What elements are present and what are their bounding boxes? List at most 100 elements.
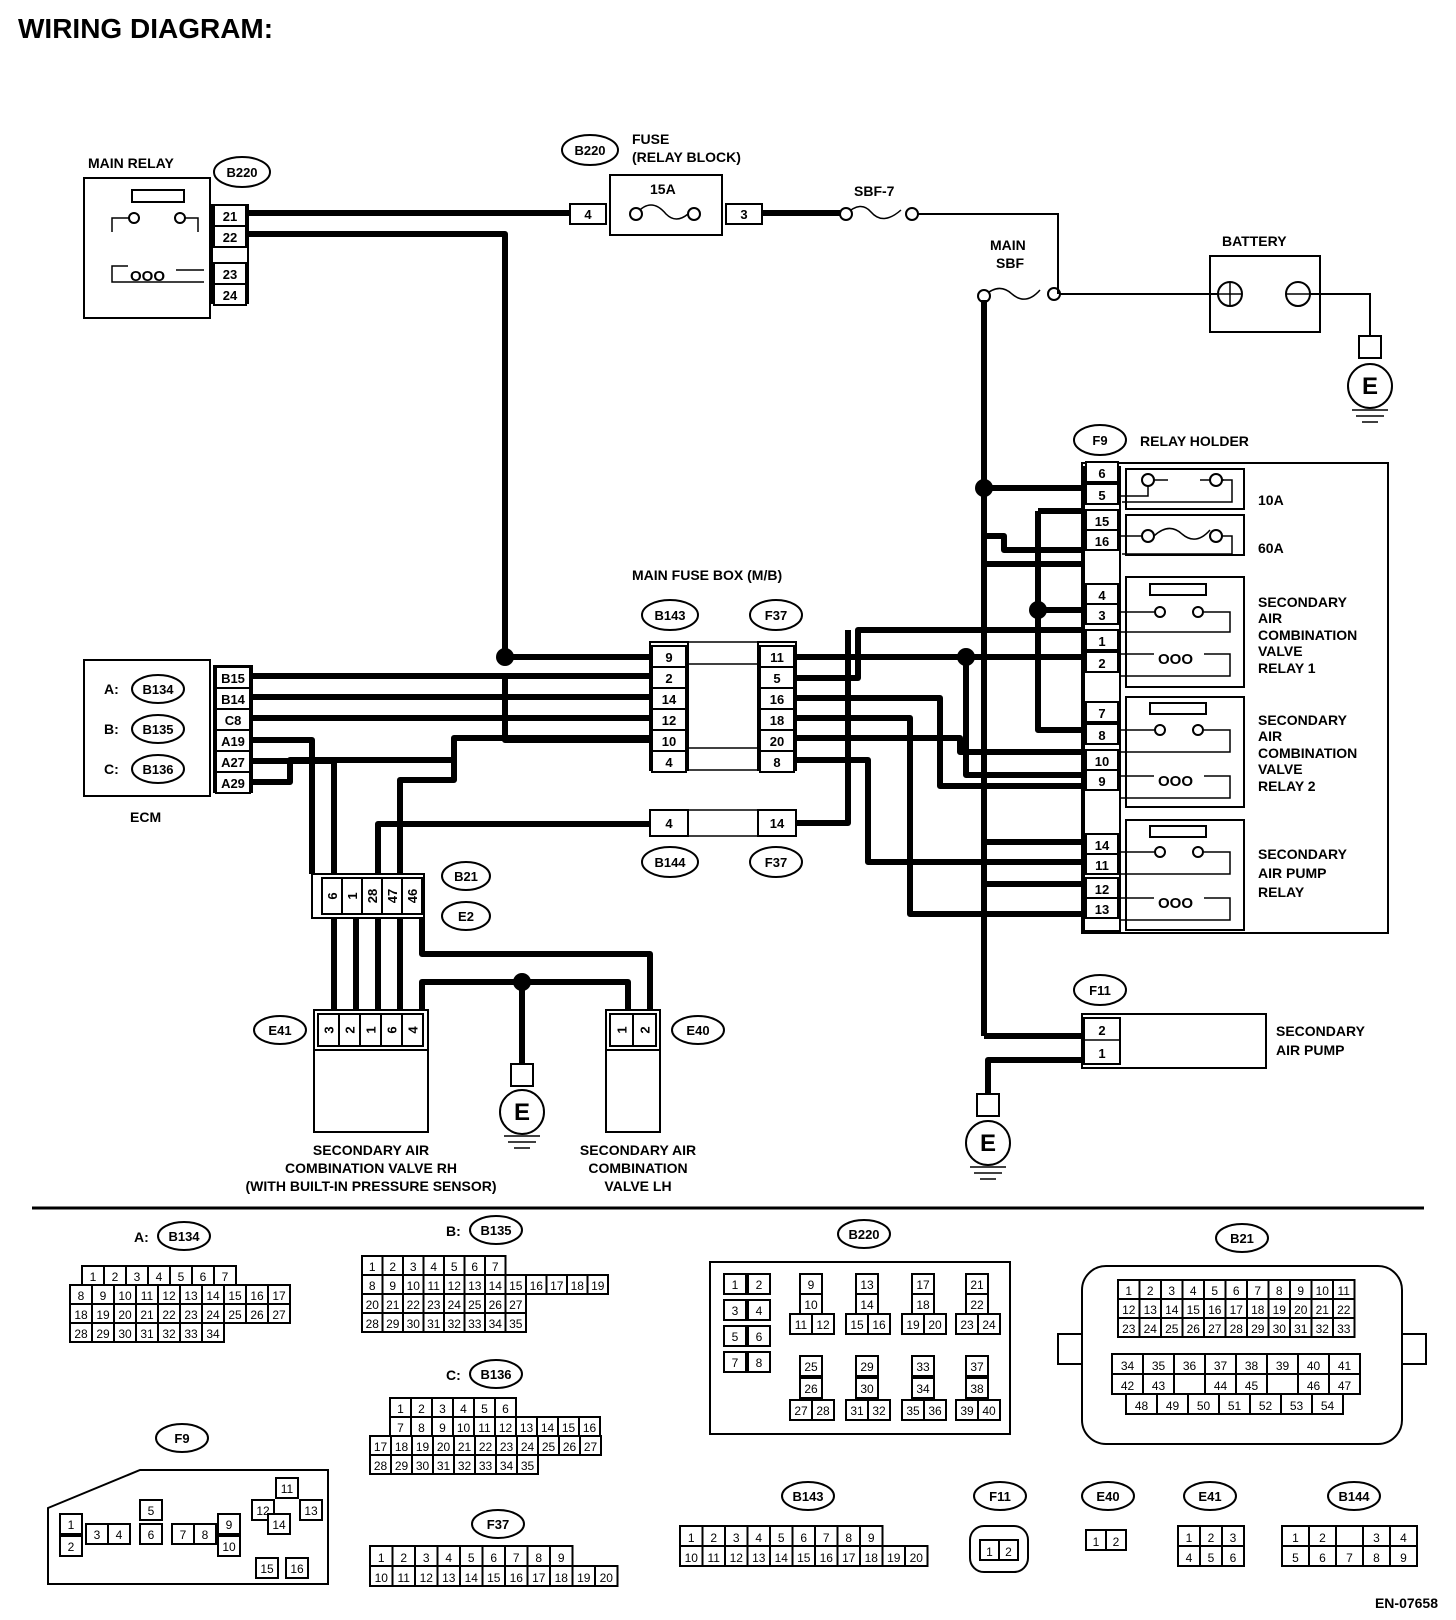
- face-b136-pin: 3: [439, 1402, 446, 1416]
- face-b134-pin: 25: [228, 1308, 242, 1322]
- b143-pin: 4: [665, 755, 673, 770]
- face-b134-pin: 20: [118, 1308, 132, 1322]
- face-b21-pin: 7: [1254, 1284, 1261, 1298]
- svg-text:OOO: OOO: [1158, 773, 1193, 790]
- face-b135-pin: 26: [489, 1298, 503, 1312]
- face-b134-pin: 6: [200, 1270, 207, 1284]
- face-b220-pin: 39: [960, 1404, 974, 1418]
- face-b220-cell: [911, 1377, 935, 1399]
- face-b136-pin: 12: [499, 1421, 513, 1435]
- face-b143-pin: 3: [733, 1531, 740, 1545]
- face-b135-pin: 15: [509, 1279, 523, 1293]
- face-b136-pin: 23: [500, 1440, 514, 1454]
- face-b136-pin: 30: [416, 1459, 430, 1473]
- face-b220-pin: 29: [860, 1360, 874, 1374]
- b21-e2-pin: 1: [345, 892, 360, 899]
- face-b136-pin: 34: [500, 1459, 514, 1473]
- face-b136-pin: 33: [479, 1459, 493, 1473]
- face-b220-pin: 8: [756, 1356, 763, 1370]
- face-f37-pin: 14: [465, 1571, 479, 1585]
- svg-text:B21: B21: [1230, 1231, 1254, 1246]
- face-b135-cell: [586, 1274, 609, 1295]
- face-f37-pin: 9: [558, 1551, 565, 1565]
- face-tag-b136: C:B136: [446, 1359, 523, 1389]
- face-b136-pin: 9: [439, 1421, 446, 1435]
- face-f37-pin: 16: [510, 1571, 524, 1585]
- face-b21c-cell: [1328, 1373, 1361, 1395]
- svg-text:B220: B220: [848, 1227, 879, 1242]
- face-b220-pin: 22: [970, 1298, 984, 1312]
- face-b220-pin: 31: [850, 1404, 864, 1418]
- face-b135-pin: 35: [509, 1317, 523, 1331]
- face-b134-pin: 5: [178, 1270, 185, 1284]
- face-f11-pin: 1: [986, 1545, 993, 1559]
- face-tag-f9: F9: [155, 1423, 209, 1453]
- face-f11-pin: 2: [1005, 1545, 1012, 1559]
- face-b134-pin: 23: [184, 1308, 198, 1322]
- face-b143-pin: 11: [708, 1551, 721, 1565]
- face-b134-pin: 17: [272, 1289, 286, 1303]
- face-f37-pin: 17: [532, 1571, 546, 1585]
- face-b21-pin: 17: [1230, 1303, 1244, 1317]
- face-b136-pin: 11: [478, 1421, 491, 1435]
- face-f9-cell: [193, 1523, 217, 1545]
- face-b220-cell: [811, 1399, 835, 1421]
- e41-cell: [401, 1013, 424, 1047]
- relay-holder-pin: 9: [1098, 774, 1105, 789]
- wires-main: [252, 479, 1084, 1094]
- relay-holder-cell: [1085, 483, 1119, 505]
- face-b135-pin: 12: [448, 1279, 462, 1293]
- e40-pin: 2: [638, 1026, 653, 1033]
- relay-holder-pin: 8: [1098, 728, 1105, 743]
- face-b220-pin: 10: [804, 1298, 818, 1312]
- face-b21-pin: 9: [1297, 1284, 1304, 1298]
- face-b220-pin: 34: [916, 1382, 930, 1396]
- ecm-pin: A19: [221, 734, 245, 749]
- face-b135-pin: 28: [366, 1317, 380, 1331]
- face-b220-pin: 18: [916, 1298, 930, 1312]
- face-b220-pin: 26: [804, 1382, 818, 1396]
- ecm-pin: B14: [221, 692, 246, 707]
- face-b134-pin: 18: [74, 1308, 88, 1322]
- face-b21-pin: 1: [1125, 1284, 1132, 1298]
- face-f9-cell: [139, 1499, 163, 1521]
- svg-text:RELAY: RELAY: [1258, 884, 1305, 900]
- face-tag-b144: B144: [1327, 1481, 1381, 1511]
- ecm-cell: [215, 771, 251, 794]
- face-b134-pin: 30: [118, 1327, 132, 1341]
- face-b220-cell: [723, 1299, 747, 1321]
- face-b134-pin: 2: [112, 1270, 119, 1284]
- face-e41-cell: [1221, 1545, 1245, 1567]
- face-b21d-pin: 49: [1166, 1399, 1180, 1413]
- face-b220-cell: [923, 1399, 947, 1421]
- relay-holder-cell: [1085, 701, 1119, 723]
- face-b136-pin: 7: [397, 1421, 404, 1435]
- face-f37-pin: 11: [398, 1571, 411, 1585]
- fuse-pin-right: 3: [740, 207, 747, 222]
- relay-holder-pin: 1: [1098, 634, 1105, 649]
- f37-pin: 16: [770, 692, 784, 707]
- face-b143-pin: 19: [887, 1551, 901, 1565]
- tag-f11: F11: [1089, 983, 1111, 998]
- face-b220-pin: 23: [960, 1318, 974, 1332]
- face-b21-pin: 4: [1190, 1284, 1197, 1298]
- face-b220-cell: [747, 1273, 771, 1295]
- b21-e2-pin: 47: [385, 889, 400, 903]
- main-relay-contact-bar: [131, 189, 185, 203]
- face-f9-cell: [59, 1513, 83, 1535]
- face-f9-cell: [217, 1513, 241, 1535]
- face-b135-pin: 32: [448, 1317, 462, 1331]
- face-f37-pin: 12: [420, 1571, 434, 1585]
- svg-text:E40: E40: [1096, 1489, 1119, 1504]
- face-b143-pin: 5: [778, 1531, 785, 1545]
- f37-pin: 20: [770, 734, 784, 749]
- ecm-pin: A27: [221, 755, 245, 770]
- face-b136-cell: [516, 1454, 539, 1475]
- face-b220-cell: [799, 1377, 823, 1399]
- face-b220-pin: 24: [982, 1318, 996, 1332]
- face-b220-pin: 9: [808, 1278, 815, 1292]
- face-b220-pin: 5: [732, 1330, 739, 1344]
